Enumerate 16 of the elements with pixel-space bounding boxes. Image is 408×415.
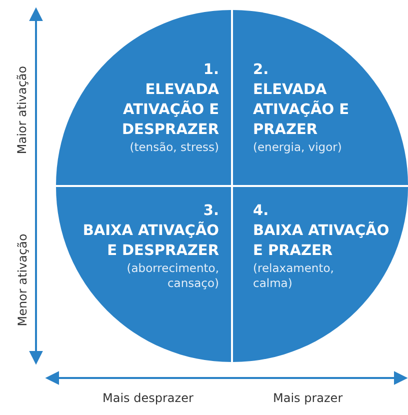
quadrant-number: 2. bbox=[253, 61, 269, 80]
quadrant-heading: ELEVADA ATIVAÇÃO E PRAZER bbox=[253, 81, 350, 140]
quadrant-description: (relaxamento, calma) bbox=[253, 261, 335, 291]
quadrant-description: (tensão, stress) bbox=[130, 140, 219, 155]
quadrant-number: 3. bbox=[203, 202, 219, 221]
axis-label: Menor ativação bbox=[14, 234, 29, 326]
quadrant-number: 4. bbox=[253, 202, 269, 221]
axis-label: Mais prazer bbox=[273, 391, 343, 405]
axis-label: Maior ativação bbox=[15, 66, 30, 154]
quadrant-number: 1. bbox=[203, 61, 219, 80]
quadrant-description: (energia, vigor) bbox=[253, 140, 342, 155]
quadrant-heading: ELEVADA ATIVAÇÃO E DESPRAZER bbox=[121, 81, 219, 140]
quadrant-heading: BAIXA ATIVAÇÃO E PRAZER bbox=[253, 221, 390, 261]
quadrant-heading: BAIXA ATIVAÇÃO E DESPRAZER bbox=[82, 221, 219, 261]
axis-label: Mais desprazer bbox=[102, 391, 194, 405]
quadrant-description: (aborrecimento, cansaço) bbox=[126, 261, 219, 291]
